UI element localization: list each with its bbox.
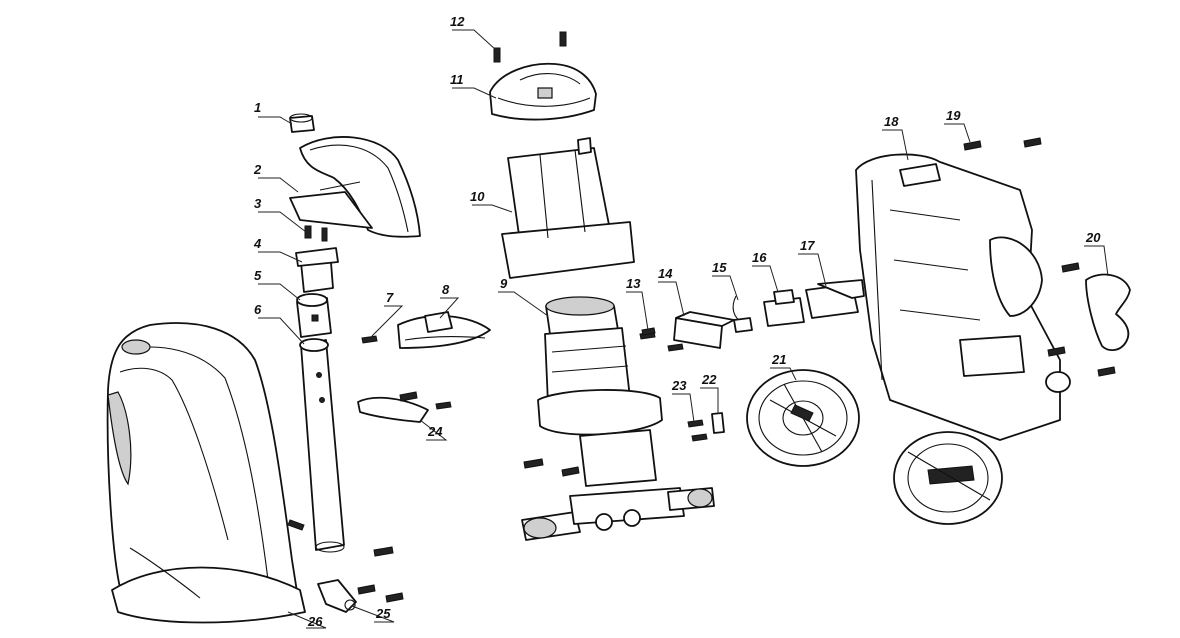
callout-13: 13: [626, 276, 641, 291]
callout-18: 18: [884, 114, 899, 129]
callout-4: 4: [253, 236, 262, 251]
loose-screws-left: [357, 546, 404, 603]
callout-1: 1: [254, 100, 261, 115]
part-18-rear-housing: [855, 153, 1071, 441]
part-7-screw: [361, 335, 378, 344]
callout-19: 19: [946, 108, 961, 123]
callout-15: 15: [712, 260, 727, 275]
callout-25: 25: [375, 606, 391, 621]
callout-20: 20: [1085, 230, 1101, 245]
callout-10: 10: [470, 189, 485, 204]
part-19-screws: [963, 137, 1116, 377]
part-26-front-housing: [106, 322, 306, 624]
callout-3: 3: [254, 196, 262, 211]
part-20-side-cap: [1085, 273, 1131, 351]
leader-lines: [258, 29, 1109, 629]
part-4-connector: [295, 247, 339, 293]
part-25-clamp: [317, 579, 357, 613]
callout-12: 12: [450, 14, 465, 29]
callout-6: 6: [254, 302, 262, 317]
callout-7: 7: [386, 290, 394, 305]
part-21-hose-reel: [746, 369, 860, 467]
callout-22: 22: [701, 372, 717, 387]
part-3-screws: [304, 225, 328, 242]
callout-16: 16: [752, 250, 767, 265]
part-23-screws: [687, 419, 708, 442]
callout-2: 2: [253, 162, 262, 177]
callout-5: 5: [254, 268, 262, 283]
callout-24: 24: [427, 424, 443, 439]
part-5-bushing: [296, 293, 332, 338]
callout-11: 11: [450, 72, 464, 87]
part-14-capacitor: [673, 311, 735, 349]
part-12-screws: [493, 31, 567, 63]
part-22-clip: [711, 412, 725, 434]
part-9-motor-pump: [521, 296, 715, 541]
part-10-motor-cover: [501, 137, 635, 279]
part-6-handle-tube: [299, 338, 345, 553]
callout-labels: 1 2 3 4 5 6 7 8 9 10 11 12 13 14 15 16 1…: [253, 14, 1101, 629]
part-16-switch: [763, 289, 805, 327]
callout-14: 14: [658, 266, 673, 281]
callout-21: 21: [771, 352, 786, 367]
part-8-hose-hook: [397, 311, 491, 349]
part-15-clip: [732, 295, 753, 333]
part-11-top-cover: [489, 62, 597, 121]
part-17-switch-housing: [805, 279, 865, 319]
callout-9: 9: [500, 276, 508, 291]
callout-17: 17: [800, 238, 815, 253]
callout-23: 23: [671, 378, 687, 393]
reel-cover: [893, 431, 1003, 525]
part-2-handle-grip: [289, 136, 421, 238]
callout-26: 26: [307, 614, 323, 629]
part-24-bracket: [357, 391, 452, 423]
part-13-screw: [641, 327, 656, 336]
callout-8: 8: [442, 282, 450, 297]
part-1-cap: [289, 113, 315, 133]
